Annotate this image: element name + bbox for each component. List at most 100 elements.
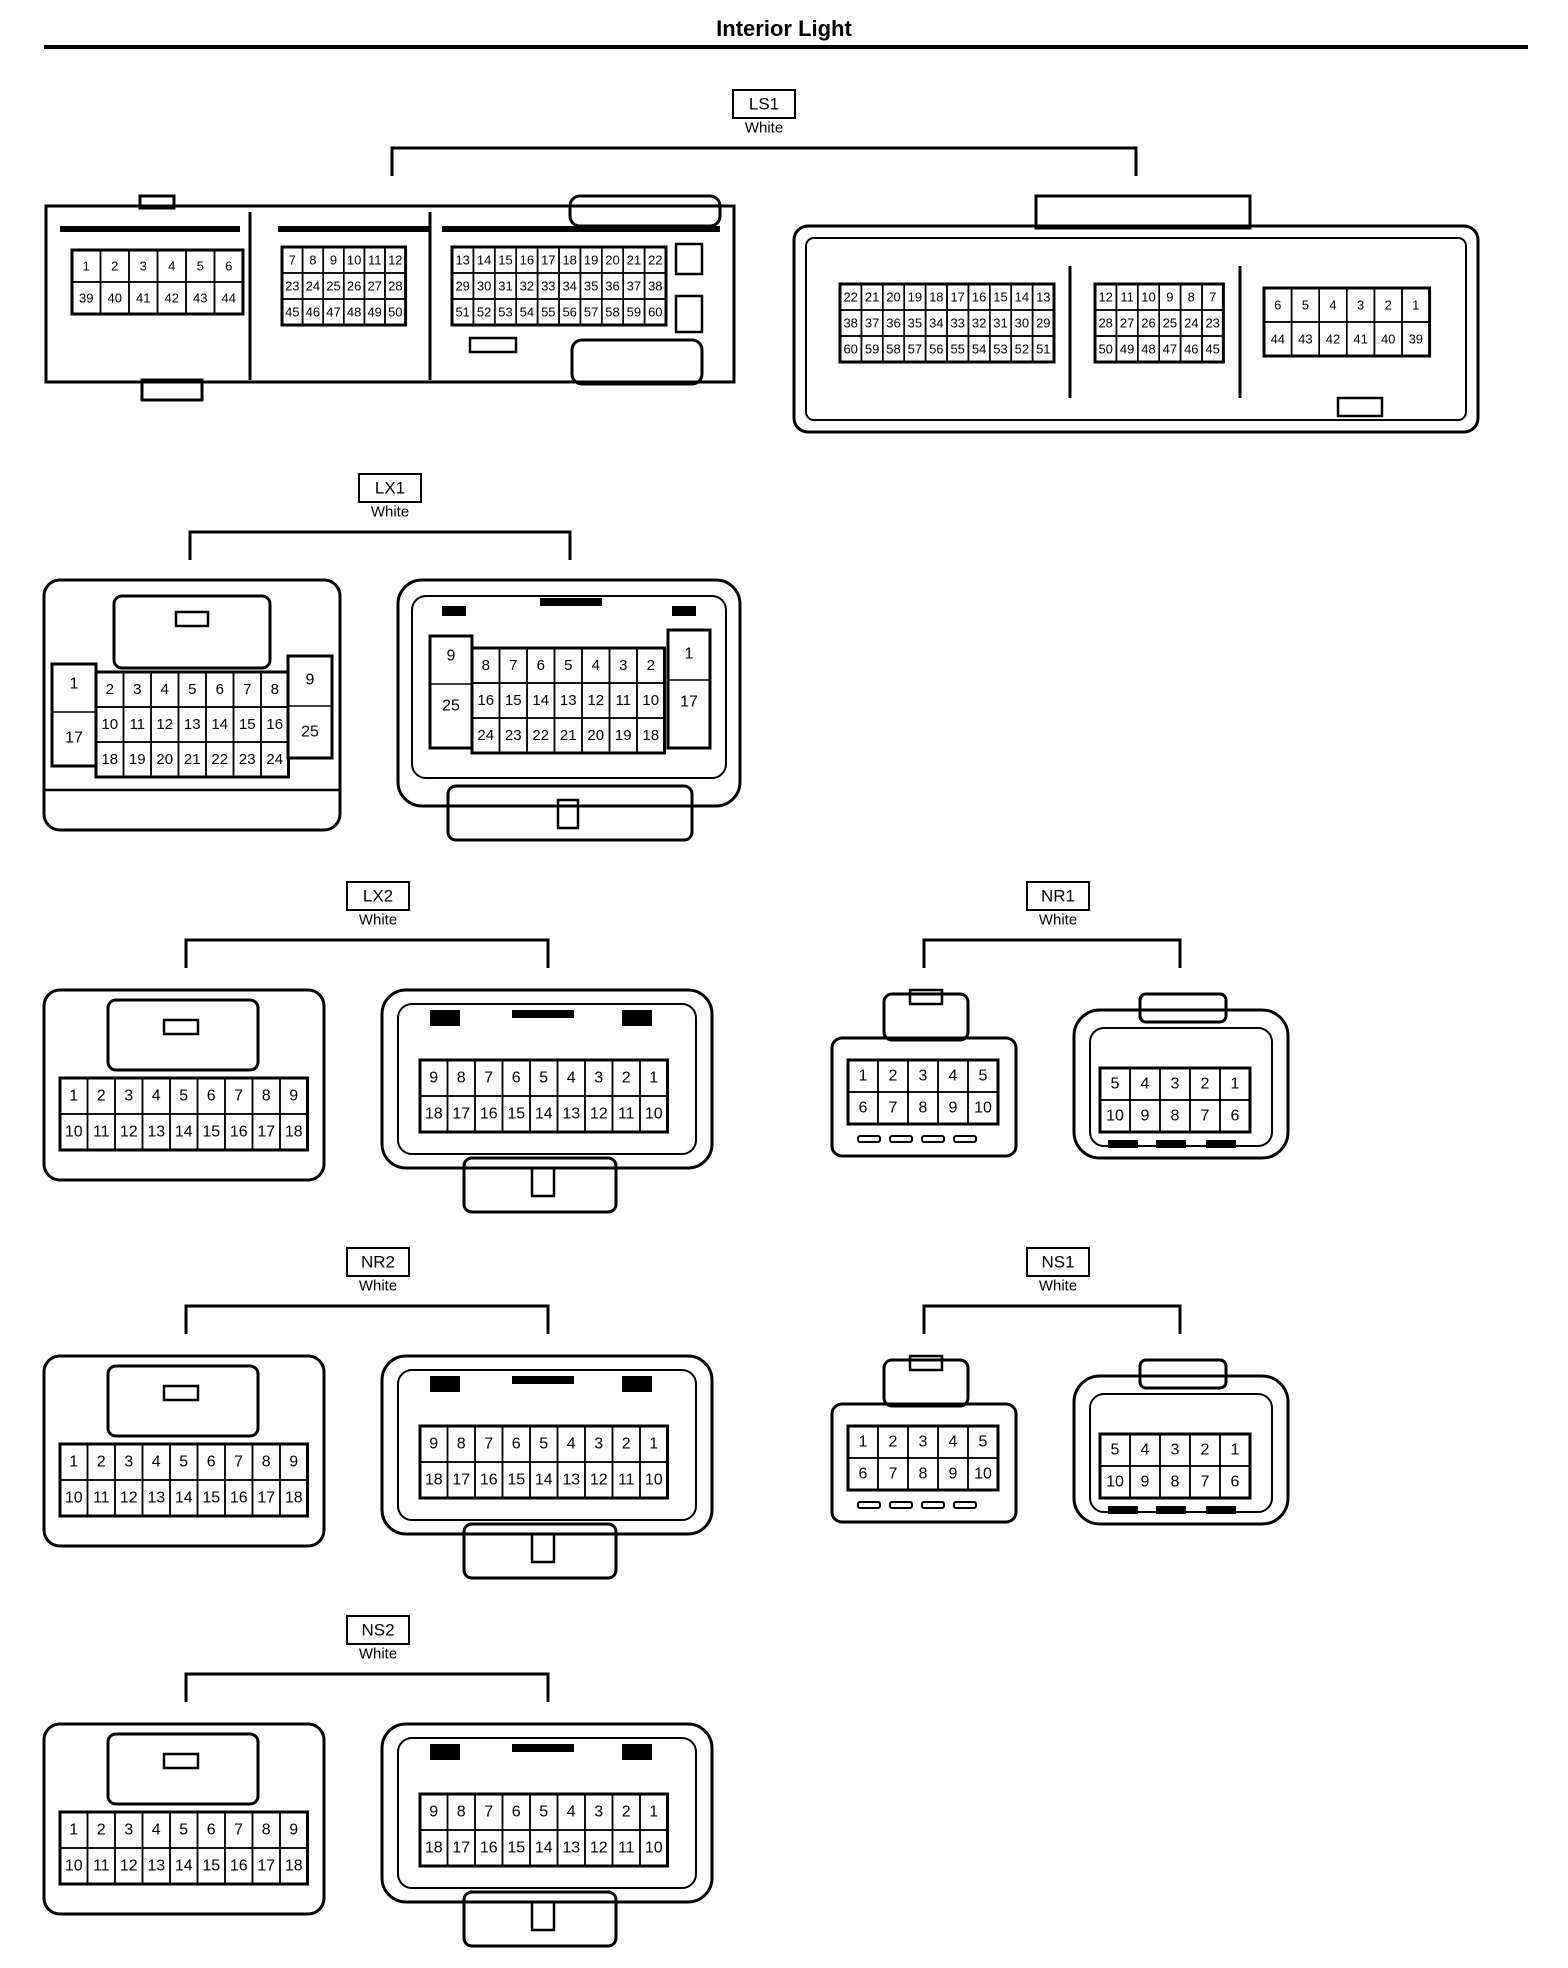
pin-number: 12	[590, 1840, 608, 1857]
pin-number: 18	[285, 1858, 303, 1875]
pin-cell	[636, 717, 666, 754]
connector-label-box	[732, 89, 796, 119]
pin-number: 19	[129, 751, 146, 768]
pin-cell	[213, 281, 244, 315]
lx1-right-rib	[540, 598, 602, 606]
ns2-left-latch	[106, 1732, 260, 1806]
pin-number: 14	[175, 1858, 193, 1875]
pin-number: 51	[455, 305, 469, 320]
ls1-left-hood	[570, 338, 704, 386]
pin-number: 19	[908, 290, 922, 305]
pin-cell	[1219, 1465, 1251, 1499]
pin-number: 3	[124, 1822, 133, 1839]
nr1-left-foot	[889, 1135, 913, 1143]
pin-number: 8	[457, 1436, 466, 1453]
ls1-left-latch	[138, 194, 176, 210]
ns1-left-foot	[889, 1501, 913, 1509]
pin-number: 10	[65, 1490, 83, 1507]
lx2-right-inner	[397, 1003, 697, 1155]
pin-number: 23	[1205, 316, 1219, 331]
connector-bracket	[188, 530, 572, 560]
pin-number: 60	[648, 305, 662, 320]
pin-number: 29	[1036, 316, 1050, 331]
pin-number: 33	[950, 316, 964, 331]
pin-number: 1	[649, 1804, 658, 1821]
pin-number: 15	[239, 716, 256, 733]
pin-number: 4	[567, 1436, 576, 1453]
pin-number: 25	[326, 279, 340, 294]
pin-number: 16	[520, 253, 534, 268]
pin-number: 13	[562, 1106, 580, 1123]
pin-number: 22	[843, 290, 857, 305]
pin-number: 35	[584, 279, 598, 294]
pin-grid	[428, 634, 474, 750]
ns1-right-housing	[1072, 1374, 1290, 1526]
pin-number: 16	[972, 290, 986, 305]
nr1-left-foot	[921, 1135, 945, 1143]
connector-bracket	[922, 938, 1182, 968]
pin-number: 2	[1201, 1076, 1210, 1093]
connector-bracket	[184, 1304, 550, 1334]
lx1-left-latch	[112, 594, 272, 670]
pin-number: 3	[594, 1436, 603, 1453]
pin-number: 30	[1015, 316, 1029, 331]
pin-number: 8	[1171, 1474, 1180, 1491]
pin-cell	[384, 298, 407, 326]
pin-cell	[643, 298, 667, 326]
pin-number: 55	[541, 305, 555, 320]
pin-number: 8	[919, 1100, 928, 1117]
pin-number: 1	[70, 676, 79, 693]
pin-number: 10	[645, 1840, 663, 1857]
pin-number: 12	[590, 1106, 608, 1123]
connector-bracket	[184, 1672, 550, 1702]
pin-number: 17	[452, 1840, 470, 1857]
pin-number: 52	[477, 305, 491, 320]
pin-number: 5	[1111, 1442, 1120, 1459]
page-title: Interior Light	[716, 16, 852, 41]
pin-number: 37	[627, 279, 641, 294]
pin-number: 3	[1171, 1076, 1180, 1093]
pin-number: 50	[388, 305, 402, 320]
pin-number: 1	[1231, 1076, 1240, 1093]
pin-number: 3	[594, 1804, 603, 1821]
pin-number: 2	[97, 1822, 106, 1839]
ns1-left-latch	[882, 1358, 970, 1408]
pin-number: 20	[605, 253, 619, 268]
pin-number: 10	[974, 1100, 992, 1117]
pin-number: 1	[69, 1088, 78, 1105]
pin-number: 10	[101, 716, 118, 733]
pin-number: 21	[627, 253, 641, 268]
pin-number: 15	[505, 692, 522, 709]
pin-number: 20	[886, 290, 900, 305]
pin-cell	[1219, 1099, 1251, 1133]
pin-number: 2	[97, 1088, 106, 1105]
pin-number: 13	[147, 1124, 165, 1141]
pin-number: 8	[309, 253, 316, 268]
pin-number: 7	[243, 681, 251, 698]
pin-cell	[967, 1457, 999, 1491]
pin-number: 43	[193, 291, 207, 306]
pin-number: 52	[1015, 342, 1029, 357]
pin-number: 26	[1141, 316, 1155, 331]
pin-number: 6	[512, 1804, 521, 1821]
ns2-right-rib	[430, 1744, 460, 1760]
pin-number: 44	[222, 291, 236, 306]
ls1-left-housing	[44, 204, 736, 384]
pin-number: 9	[949, 1100, 958, 1117]
connector-bracket	[390, 146, 1138, 176]
pin-number: 17	[257, 1490, 275, 1507]
pin-cell	[1401, 321, 1431, 357]
pin-number: 14	[535, 1840, 553, 1857]
ns1-right-latch	[1138, 1358, 1228, 1390]
pin-number: 11	[618, 1472, 635, 1489]
pin-number: 4	[567, 1070, 576, 1087]
pin-number: 5	[179, 1454, 188, 1471]
connector-color: White	[1039, 1278, 1077, 1295]
pin-number: 36	[886, 316, 900, 331]
pin-number: 4	[592, 657, 600, 674]
pin-cell	[1031, 335, 1055, 363]
pin-number: 23	[239, 751, 256, 768]
pin-number: 18	[929, 290, 943, 305]
pin-number: 6	[859, 1100, 868, 1117]
pin-number: 14	[211, 716, 228, 733]
